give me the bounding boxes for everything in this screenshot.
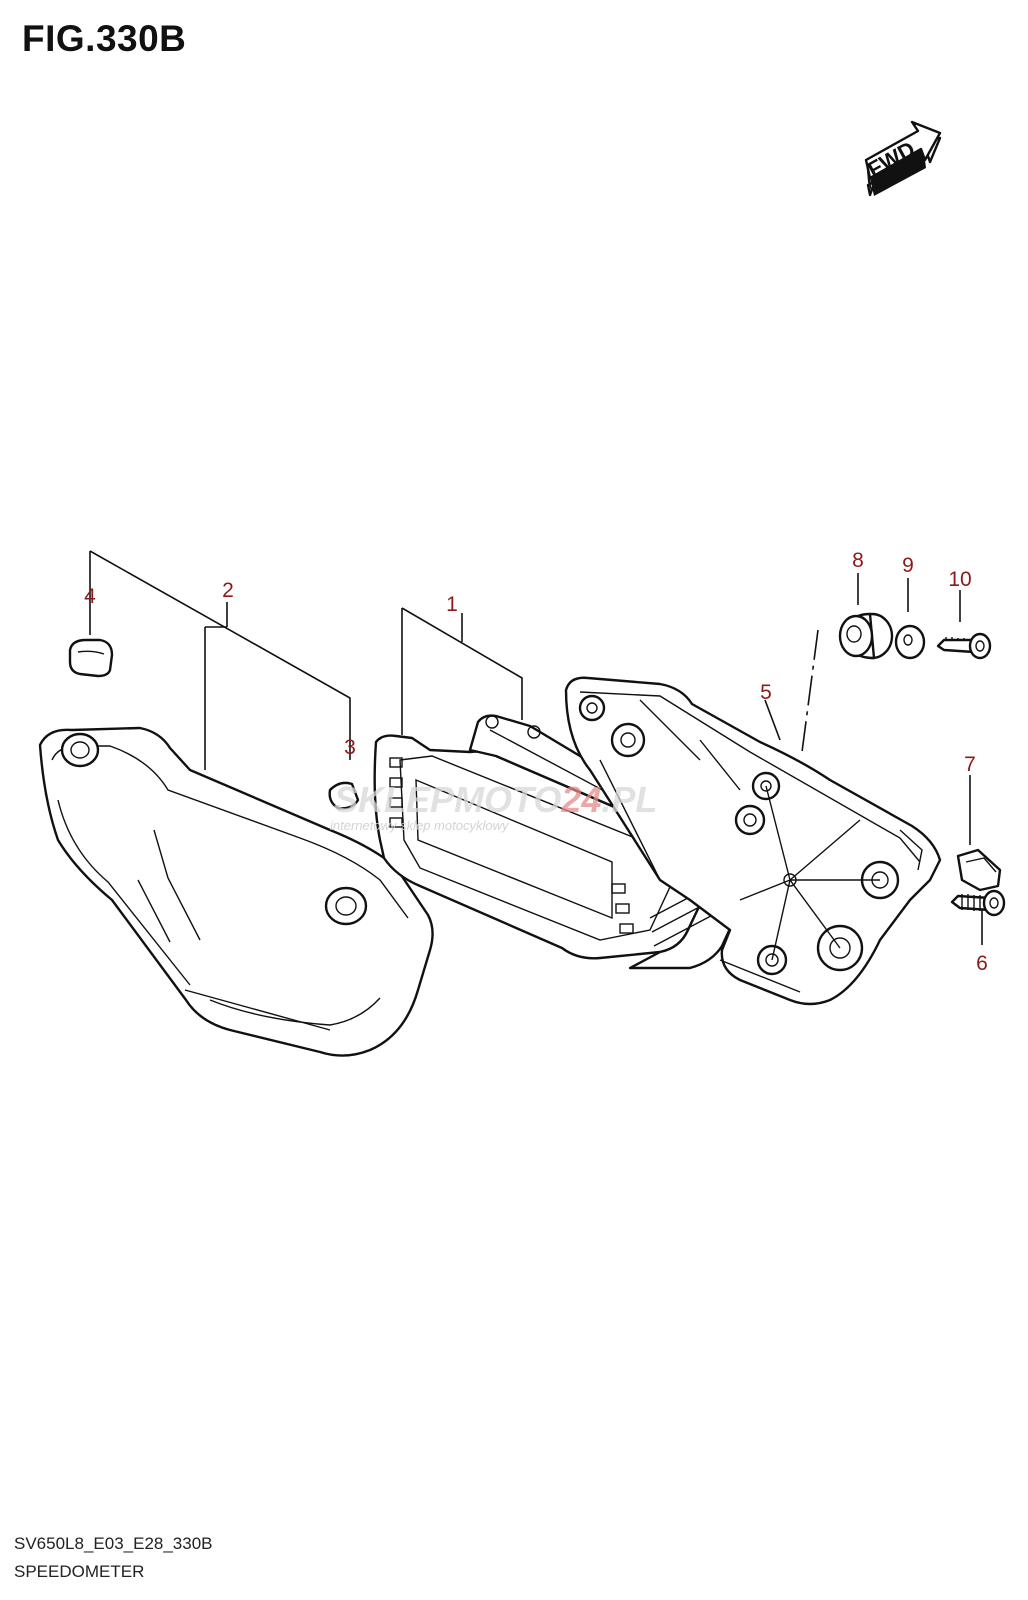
callout-7: 7 (964, 753, 976, 776)
callout-9: 9 (902, 554, 914, 577)
callout-3: 3 (344, 736, 356, 759)
figure-title: FIG.330B (22, 18, 187, 59)
watermark-tagline: internetowy sklep motocyklowy (330, 818, 510, 833)
watermark-brand-1: SKLEP (334, 779, 455, 820)
leader-lines (89, 550, 983, 945)
callout-1: 1 (446, 593, 458, 616)
watermark-brand-suffix: .PL (601, 779, 657, 820)
callout-2: 2 (222, 579, 234, 602)
clip-nut-part-7 (956, 848, 1002, 892)
screw-part-6 (950, 889, 1006, 917)
rubber-cap-part-4 (68, 638, 114, 678)
rear-case-part-5 (564, 676, 942, 1006)
grommet-part-8 (838, 612, 894, 660)
washer-part-9 (894, 624, 926, 660)
callout-4: 4 (84, 585, 96, 608)
diagram-code: SV650L8_E03_E28_330B (14, 1534, 213, 1553)
diagram-name: SPEEDOMETER (14, 1562, 145, 1581)
watermark: SKLEPMOTO24.PL internetowy sklep motocyk… (330, 779, 657, 833)
callout-8: 8 (852, 549, 864, 572)
callouts: 1 2 3 4 5 6 7 8 9 10 (84, 549, 988, 975)
fwd-arrow-icon: FWD (863, 120, 942, 197)
callout-6: 6 (976, 952, 988, 975)
cap-part-3 (328, 781, 360, 810)
callout-5: 5 (760, 681, 772, 704)
watermark-brand-2: MOTO (454, 779, 561, 820)
screw-part-10 (936, 632, 992, 660)
svg-text:SKLEPMOTO24.PL: SKLEPMOTO24.PL (334, 779, 657, 820)
watermark-brand-3: 24 (560, 779, 601, 820)
meter-cover-part-2 (38, 726, 434, 1057)
callout-10: 10 (948, 568, 971, 591)
